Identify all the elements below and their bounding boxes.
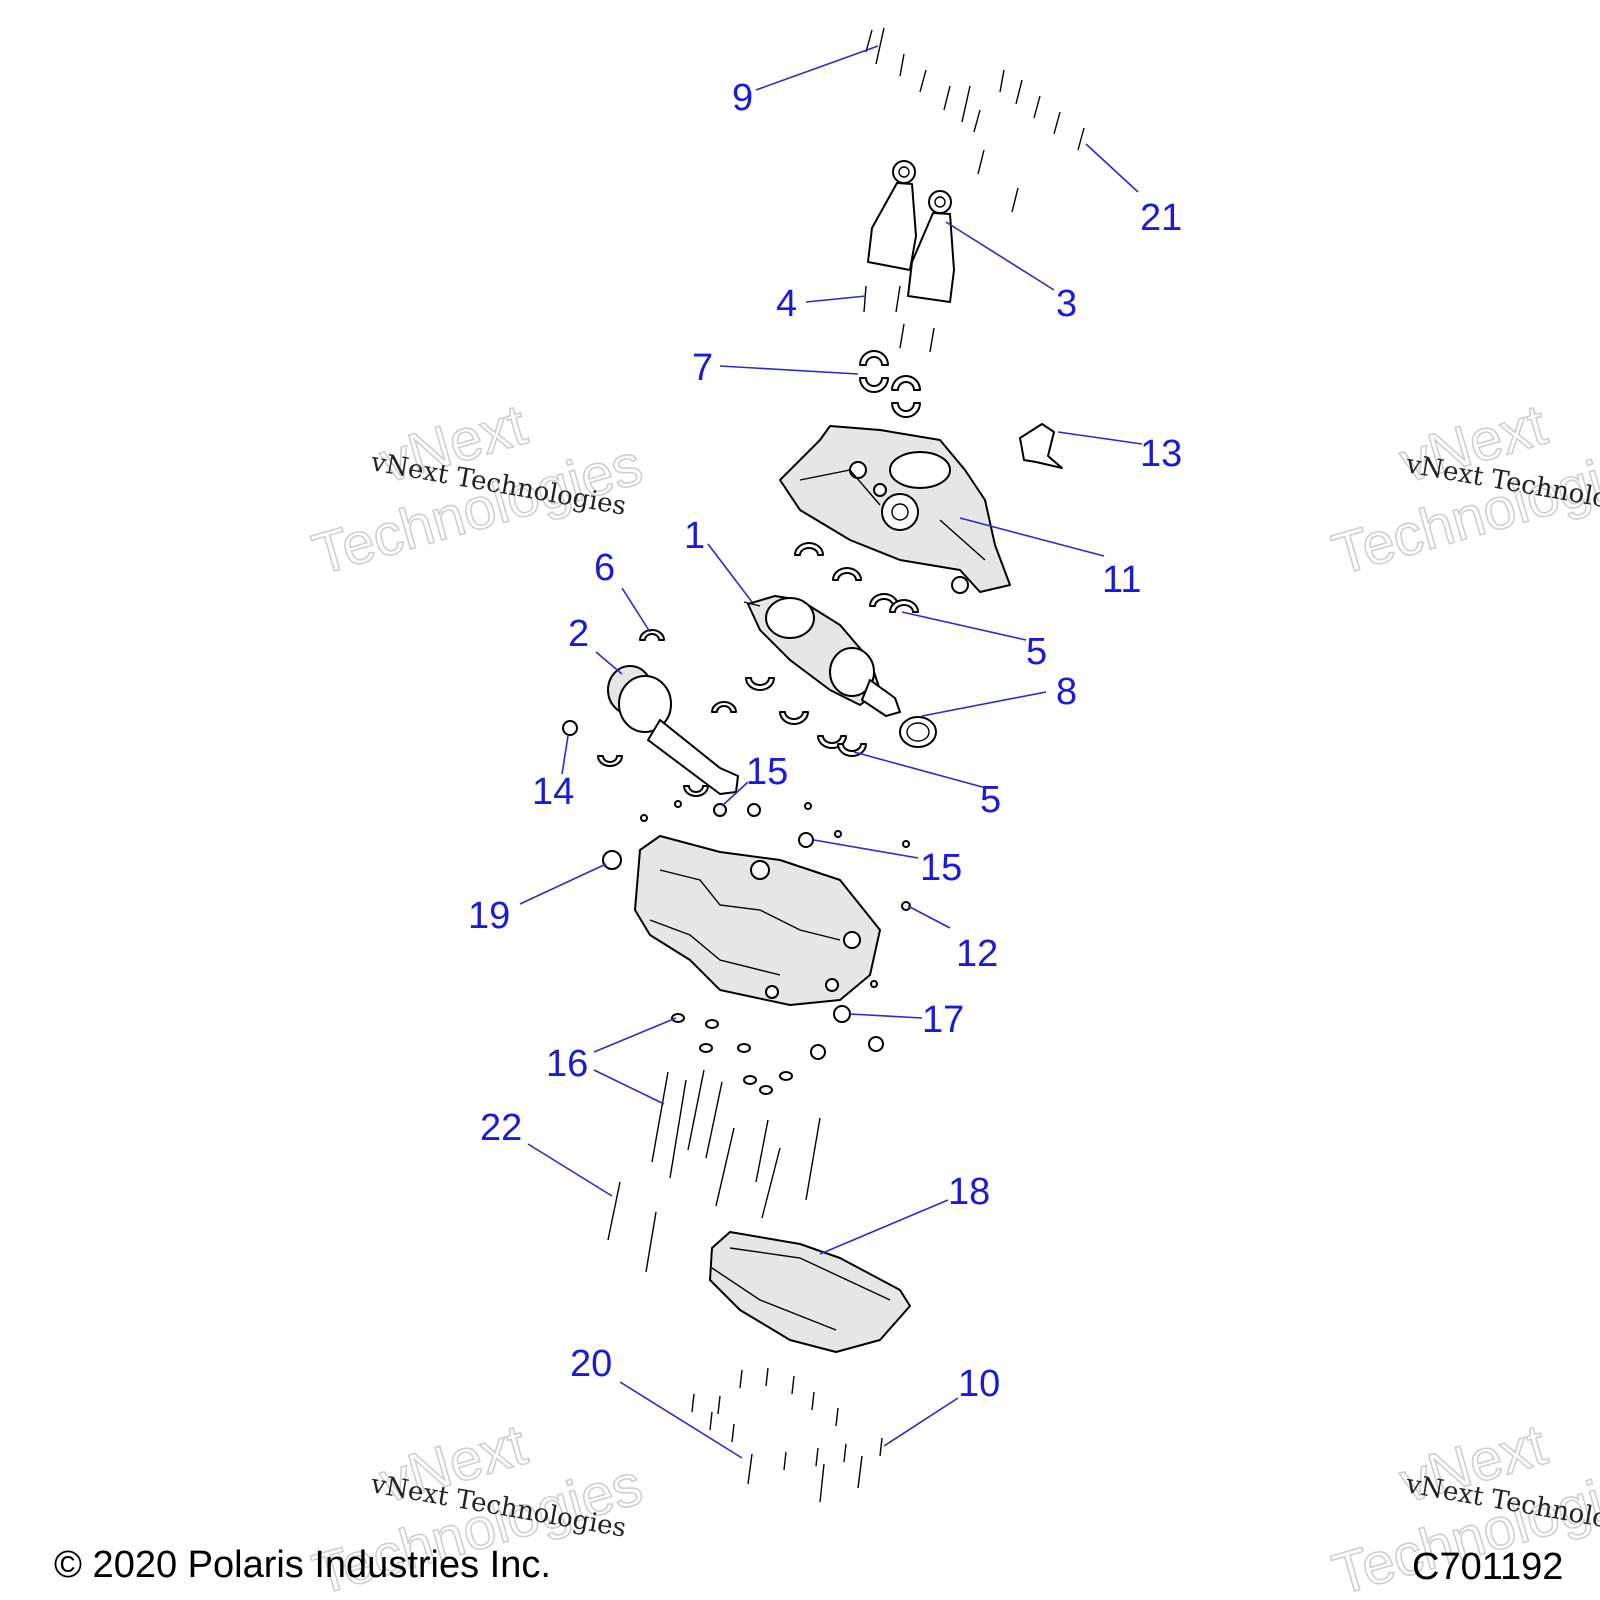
- callout-1: 1: [684, 515, 705, 557]
- balance-shaft: [597, 629, 739, 797]
- callout-6: 6: [594, 547, 615, 589]
- callout-19: 19: [468, 895, 510, 937]
- thrust-washer: [1019, 423, 1063, 469]
- callout-13: 13: [1140, 433, 1182, 475]
- callout-20: 20: [570, 1343, 612, 1385]
- plugs-and-dowels: [562, 720, 911, 1023]
- callout-18: 18: [948, 1171, 990, 1213]
- callout-2: 2: [568, 613, 589, 655]
- callout-8: 8: [1056, 671, 1077, 713]
- oil-pan-bolts: [691, 1367, 883, 1503]
- callout-5a: 5: [1026, 631, 1047, 673]
- callout-12: 12: [956, 933, 998, 975]
- callout-9: 9: [732, 77, 753, 119]
- callout-11: 11: [1102, 559, 1141, 601]
- callout-4: 4: [776, 283, 797, 325]
- callout-3: 3: [1056, 283, 1077, 325]
- nuts-and-washers: [671, 1013, 884, 1095]
- crankshaft-seal: [899, 716, 937, 748]
- crankshaft: [743, 595, 901, 717]
- main-bearings-upper: [794, 542, 919, 613]
- callout-labels: 9 21 4 3 7 13 11 1 6 2 5 8 14 15 5 15 19…: [468, 77, 1182, 1405]
- callout-17: 17: [922, 999, 964, 1041]
- callout-22: 22: [480, 1107, 522, 1149]
- oil-pan: [709, 1231, 911, 1353]
- rod-bearings: [859, 350, 921, 418]
- callout-5b: 5: [980, 779, 1001, 821]
- callout-15a: 15: [746, 751, 788, 793]
- crankcase-bolts: [607, 1069, 821, 1273]
- upper-crankcase: [779, 425, 1011, 594]
- upper-bolt-set: [865, 27, 1085, 213]
- callout-10: 10: [958, 1363, 1000, 1405]
- leader-lines: [519, 45, 1143, 1459]
- callout-14: 14: [532, 771, 574, 813]
- lower-crankcase: [634, 835, 881, 1006]
- callout-15b: 15: [920, 847, 962, 889]
- callout-7: 7: [692, 347, 713, 389]
- callout-16: 16: [546, 1043, 588, 1085]
- copyright-notice: © 2020 Polaris Industries Inc.: [54, 1544, 551, 1586]
- diagram-code: C701192: [1412, 1546, 1564, 1588]
- connecting-rods: [863, 160, 955, 353]
- main-bearings-lower: [745, 677, 867, 757]
- callout-21: 21: [1140, 197, 1182, 239]
